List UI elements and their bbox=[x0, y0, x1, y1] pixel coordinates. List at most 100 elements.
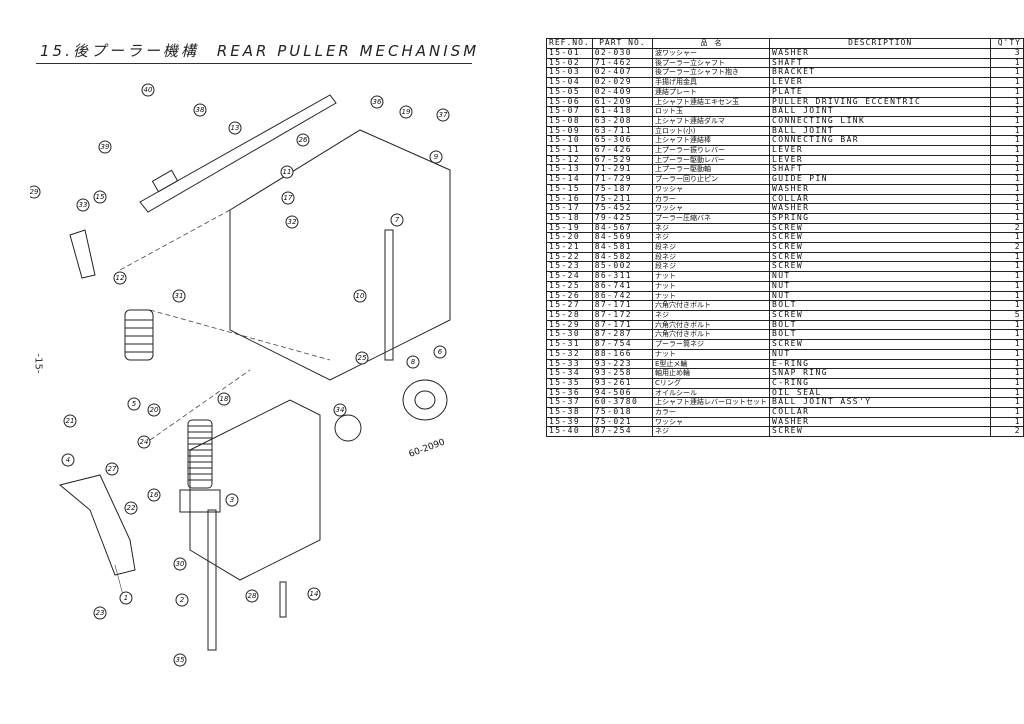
cell-ref-no: 15-35 bbox=[546, 377, 593, 389]
svg-text:11: 11 bbox=[283, 168, 292, 176]
cell-ref-no: 15-40 bbox=[546, 426, 593, 438]
cell-ref-no: 15-24 bbox=[546, 271, 593, 282]
cell-ref-no: 15-05 bbox=[546, 86, 593, 98]
svg-text:5: 5 bbox=[132, 400, 137, 408]
callout-13: 13 bbox=[228, 121, 242, 135]
cell-ref-no: 15-04 bbox=[546, 77, 593, 88]
page-title: 15.後プーラー機構 REAR PULLER MECHANISM bbox=[40, 42, 480, 60]
cell-name-jp: Cリング bbox=[651, 377, 770, 389]
cell-part-no: 87-172 bbox=[591, 309, 653, 321]
cell-description: SCREW bbox=[768, 261, 992, 273]
callout-33: 33 bbox=[76, 198, 90, 212]
cell-name-jp: ワッシャ bbox=[651, 203, 770, 214]
cell-name-jp: ネジ bbox=[651, 222, 770, 234]
vertical-shaft bbox=[207, 509, 217, 651]
cell-part-no: 63-208 bbox=[591, 115, 653, 127]
svg-text:38: 38 bbox=[196, 106, 205, 114]
cell-name-jp: 上シャフト連結エキセン玉 bbox=[651, 96, 770, 108]
svg-text:10: 10 bbox=[356, 292, 365, 300]
svg-text:35: 35 bbox=[176, 656, 185, 664]
cell-description: NUT bbox=[768, 290, 992, 302]
cell-description: LEVER bbox=[768, 145, 992, 156]
cell-description: WASHER bbox=[768, 203, 992, 214]
svg-text:9: 9 bbox=[434, 153, 439, 161]
table-header-row: REF.NO. PART NO. 品 名 DESCRIPTION Q'TY bbox=[546, 38, 1024, 49]
svg-text:21: 21 bbox=[66, 417, 75, 425]
callout-11: 11 bbox=[280, 165, 294, 179]
svg-text:13: 13 bbox=[231, 124, 240, 132]
cell-ref-no: 15-15 bbox=[546, 183, 593, 195]
callout-14: 14 bbox=[307, 587, 321, 601]
cell-part-no: 79-425 bbox=[591, 212, 653, 224]
svg-text:3: 3 bbox=[230, 496, 234, 504]
cell-name-jp: ネジ bbox=[651, 309, 770, 321]
cell-part-no: 93-261 bbox=[591, 377, 653, 389]
callout-26: 26 bbox=[296, 133, 310, 147]
cell-name-jp: 六角穴付きボルト bbox=[651, 319, 770, 331]
svg-text:33: 33 bbox=[79, 201, 88, 209]
svg-text:15: 15 bbox=[96, 193, 105, 201]
cell-part-no: 93-258 bbox=[591, 368, 653, 379]
callout-24: 24 bbox=[137, 435, 151, 449]
svg-text:19: 19 bbox=[402, 108, 411, 116]
callout-8: 8 bbox=[406, 355, 420, 369]
spring-18 bbox=[187, 419, 213, 489]
callout-7: 7 bbox=[390, 213, 404, 227]
cell-ref-no: 15-31 bbox=[546, 339, 593, 350]
cell-part-no: 86-741 bbox=[591, 280, 653, 292]
callout-25: 25 bbox=[355, 351, 369, 365]
cell-name-jp: 立ロット(小) bbox=[651, 125, 770, 137]
cell-description: SCREW bbox=[768, 339, 992, 350]
cell-part-no: 75-187 bbox=[591, 183, 653, 195]
snap-ring bbox=[334, 414, 362, 442]
callout-38: 38 bbox=[193, 103, 207, 117]
title-underline bbox=[36, 63, 472, 64]
callout-6: 6 bbox=[433, 345, 447, 359]
cell-name-jp: 後プーラー立シャフト抱き bbox=[651, 67, 770, 79]
cell-name-jp: 段ネジ bbox=[651, 251, 770, 263]
cell-qty: 1 bbox=[990, 271, 1024, 282]
svg-text:16: 16 bbox=[150, 491, 159, 499]
svg-text:23: 23 bbox=[96, 609, 105, 617]
cell-name-jp: オイルシール bbox=[651, 387, 770, 399]
cell-description: SNAP RING bbox=[768, 368, 992, 379]
callout-39: 39 bbox=[98, 140, 112, 154]
svg-text:18: 18 bbox=[220, 395, 229, 403]
cell-name-jp: 波ワッシャー bbox=[651, 48, 770, 59]
cell-name-jp: 軸用止め輪 bbox=[651, 368, 770, 379]
cell-description: NUT bbox=[768, 271, 992, 282]
svg-text:29: 29 bbox=[30, 188, 39, 196]
cell-description: WASHER bbox=[768, 48, 992, 59]
header-part-no: PART NO. bbox=[591, 38, 653, 49]
callout-17: 17 bbox=[281, 191, 295, 205]
cell-name-jp: プーラー回り止ピン bbox=[651, 174, 770, 185]
guide-pin bbox=[279, 581, 287, 618]
cell-name-jp: ネジ bbox=[651, 426, 770, 438]
cell-qty: 1 bbox=[990, 115, 1024, 127]
cell-ref-no: 15-21 bbox=[546, 242, 593, 253]
cell-ref-no: 15-25 bbox=[546, 280, 593, 292]
cell-name-jp: 六角穴付きボルト bbox=[651, 329, 770, 341]
cell-name-jp: ナット bbox=[651, 271, 770, 282]
cell-part-no: 67-426 bbox=[591, 145, 653, 156]
svg-text:36: 36 bbox=[373, 98, 382, 106]
svg-text:8: 8 bbox=[411, 358, 416, 366]
cell-name-jp: ロット玉 bbox=[651, 106, 770, 117]
cell-name-jp: 段ネジ bbox=[651, 242, 770, 253]
callout-22: 22 bbox=[124, 501, 138, 515]
cell-name-jp: プーラー圧縮バネ bbox=[651, 212, 770, 224]
callout-36: 36 bbox=[370, 95, 384, 109]
cell-qty: 1 bbox=[990, 174, 1024, 185]
callout-12: 12 bbox=[113, 271, 127, 285]
cell-ref-no: 15-17 bbox=[546, 203, 593, 214]
cell-name-jp: 六角穴付きボルト bbox=[651, 300, 770, 311]
